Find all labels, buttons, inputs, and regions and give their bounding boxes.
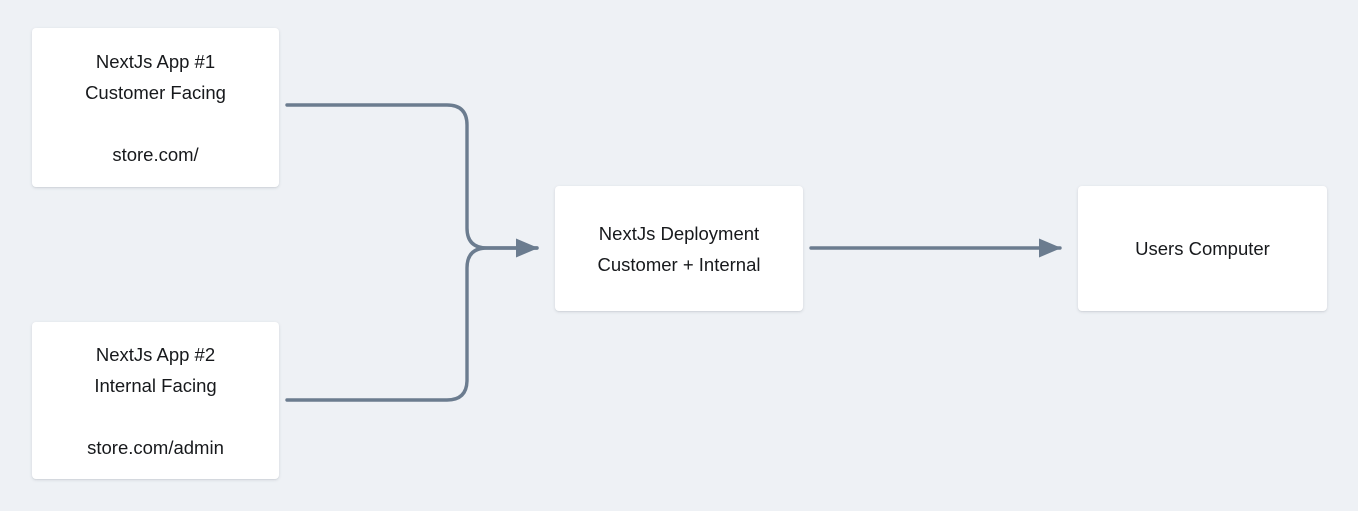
node-nextjs-deployment[interactable]: NextJs Deployment Customer + Internal xyxy=(555,186,803,311)
node-users-computer[interactable]: Users Computer xyxy=(1078,186,1327,311)
node-app1-line-2: Customer Facing xyxy=(85,81,226,103)
node-nextjs-app-2[interactable]: NextJs App #2 Internal Facing store.com/… xyxy=(32,322,279,479)
node-users-line-1: Users Computer xyxy=(1135,238,1270,259)
node-app1-line-1: NextJs App #1 xyxy=(95,50,216,72)
node-app1-url: store.com/ xyxy=(112,143,199,165)
node-app2-url: store.com/admin xyxy=(87,436,224,458)
node-app2-line-2: Internal Facing xyxy=(94,374,217,396)
edge-app1-to-deployment xyxy=(285,103,539,258)
node-nextjs-app-1[interactable]: NextJs App #1 Customer Facing store.com/ xyxy=(32,28,279,187)
node-deployment-line-2: Customer + Internal xyxy=(597,253,761,275)
edge-app2-to-deployment xyxy=(285,246,539,402)
node-app2-line-1: NextJs App #2 xyxy=(95,343,216,365)
node-deployment-line-1: NextJs Deployment xyxy=(598,222,760,244)
